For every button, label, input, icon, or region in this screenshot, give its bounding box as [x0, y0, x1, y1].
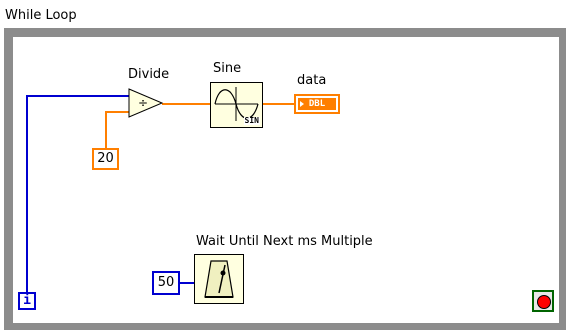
divide-node[interactable]: ÷ [128, 88, 164, 118]
divide-symbol: ÷ [138, 96, 148, 110]
stop-terminal[interactable] [532, 290, 554, 312]
while-loop-label: While Loop [5, 8, 77, 23]
while-loop-frame-left[interactable] [4, 28, 13, 330]
while-loop-interior [13, 37, 559, 323]
sine-tag: SIN [243, 116, 260, 125]
sine-wave-icon [214, 87, 259, 121]
iteration-wire[interactable] [26, 95, 130, 292]
wait-label: Wait Until Next ms Multiple [196, 234, 373, 249]
data-label: data [297, 73, 327, 88]
while-loop-frame-top[interactable] [4, 28, 566, 37]
constant-50[interactable]: 50 [152, 271, 180, 295]
while-loop-frame-bottom[interactable] [4, 323, 566, 330]
metronome-icon [204, 260, 234, 298]
iteration-terminal[interactable]: i [18, 292, 36, 310]
arrow-right-icon [300, 101, 304, 107]
wait-node[interactable] [194, 254, 244, 304]
sine-node[interactable]: SIN [210, 82, 263, 128]
indicator-type: DBL [308, 99, 326, 109]
constant-20[interactable]: 20 [92, 148, 119, 170]
constant-20-wire[interactable] [105, 111, 130, 148]
divide-label: Divide [128, 67, 170, 82]
while-loop-frame-right[interactable] [559, 28, 566, 330]
stop-icon [537, 295, 551, 309]
sine-label: Sine [213, 61, 242, 76]
data-indicator[interactable]: DBL [294, 94, 340, 114]
